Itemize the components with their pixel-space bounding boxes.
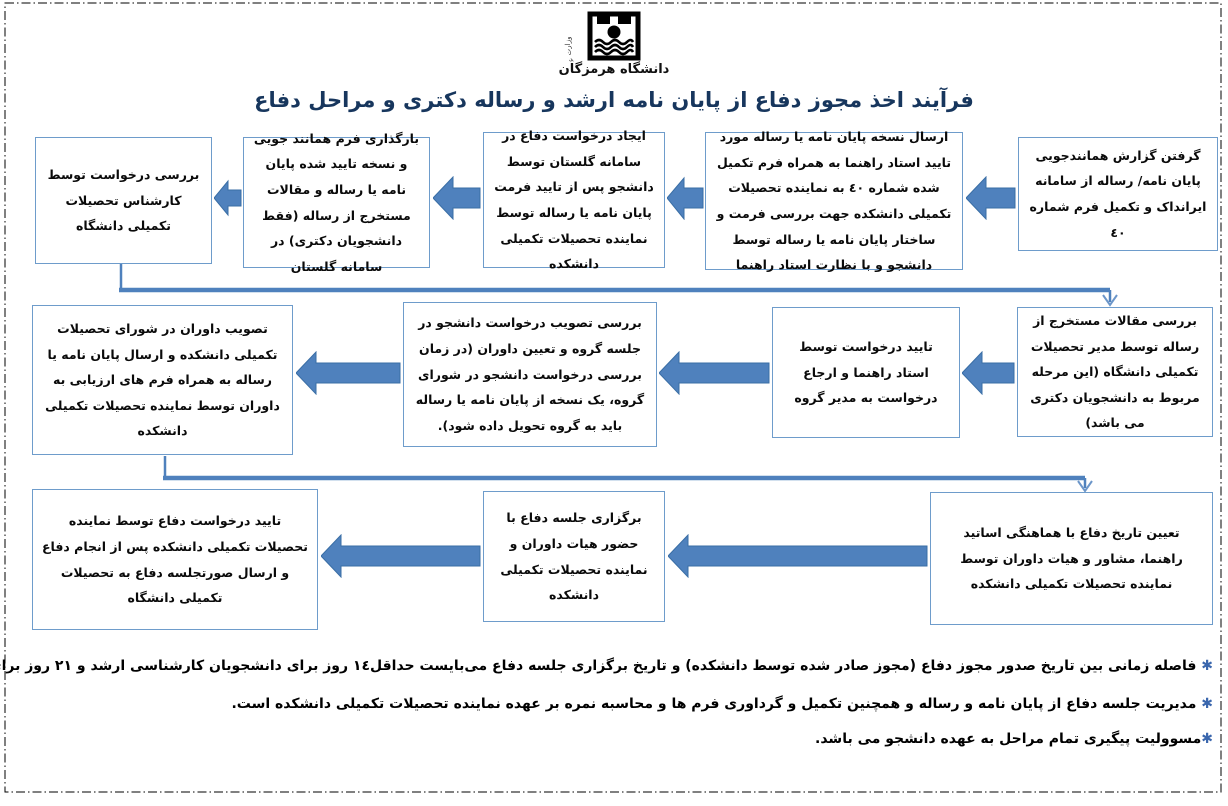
footnote-line: ✱مسوولیت پیگیری تمام مراحل به عهده دانشج… <box>815 731 1213 747</box>
footnote-text: مسوولیت پیگیری تمام مراحل به عهده دانشجو… <box>815 731 1202 747</box>
university-name: دانشگاه هرمزگان <box>558 62 670 77</box>
asterisk-marker: ✱ <box>1201 658 1213 674</box>
ministry-curved-text: وزارت علوم، تحقیقات و فناوری <box>539 2 576 64</box>
flow-step-text: گرفتن گزارش همانندجویی پایان نامه/ رساله… <box>1029 147 1207 240</box>
flow-step-text: ارسال نسخه پایان نامه یا رساله مورد تایی… <box>716 129 952 273</box>
flow-step-text: تایید درخواست توسط استاد راهنما و ارجاع … <box>794 339 938 406</box>
flow-arrow-left-icon <box>667 176 704 220</box>
flow-step-box: تعیین تاریخ دفاع با هماهنگی اساتید راهنم… <box>930 492 1213 625</box>
svg-text:وزارت علوم، تحقیقات و فناوری: وزارت علوم، تحقیقات و فناوری <box>539 2 576 64</box>
flow-step-box: تصویب داوران در شورای تحصیلات تکمیلی دان… <box>32 305 293 455</box>
flow-step-box: ارسال نسخه پایان نامه یا رساله مورد تایی… <box>705 129 963 272</box>
flow-arrow-left-icon <box>296 351 401 395</box>
footnote-text: فاصله زمانی بین تاریخ صدور مجوز دفاع (مج… <box>0 658 1197 674</box>
flow-step-box: ایجاد درخواست دفاع در سامانه گلستان توسط… <box>483 128 665 271</box>
university-logo: وزارت علوم، تحقیقات و فناوری دانشگاه هرم… <box>539 2 689 77</box>
flow-arrow-left-icon <box>321 534 481 578</box>
page-title: فرآیند اخذ مجوز دفاع از پایان نامه ارشد … <box>254 88 974 112</box>
flow-step-text: تصویب داوران در شورای تحصیلات تکمیلی دان… <box>45 320 280 439</box>
flow-step-text: برگزاری جلسه دفاع با حضور هیات داوران و … <box>500 510 648 603</box>
flow-step-text: بررسی مقالات مستخرج از رساله توسط مدیر ت… <box>1030 312 1200 431</box>
flow-step-box: گرفتن گزارش همانندجویی پایان نامه/ رساله… <box>1018 137 1218 251</box>
flow-arrow-left-icon <box>659 351 770 395</box>
flow-step-text: بارگذاری فرم همانند جویی و نسخه تایید شد… <box>253 130 420 274</box>
flow-step-box: تایید درخواست توسط استاد راهنما و ارجاع … <box>772 307 960 438</box>
flow-step-text: بررسی تصویب درخواست دانشجو در جلسه گروه … <box>415 315 645 433</box>
footnote-text: مدیریت جلسه دفاع از پایان نامه و رساله و… <box>231 696 1202 712</box>
asterisk-marker: ✱ <box>1201 731 1213 747</box>
flow-step-text: ایجاد درخواست دفاع در سامانه گلستان توسط… <box>494 128 654 272</box>
flow-arrow-left-icon <box>962 351 1015 395</box>
flow-arrow-left-icon <box>966 176 1016 220</box>
hormozgan-university-emblem-icon: وزارت علوم، تحقیقات و فناوری <box>539 2 641 64</box>
flow-step-box: بررسی مقالات مستخرج از رساله توسط مدیر ت… <box>1017 307 1213 437</box>
connector-row2-to-row3 <box>163 456 1093 493</box>
flow-arrow-left-icon <box>433 176 481 220</box>
flow-step-text: بررسی درخواست توسط کارشناس تحصیلات تکمیل… <box>47 167 200 234</box>
flow-arrow-left-icon <box>214 179 242 217</box>
flow-step-text: تایید درخواست دفاع توسط نماینده تحصیلات … <box>42 513 308 606</box>
flow-step-box: برگزاری جلسه دفاع با حضور هیات داوران و … <box>483 491 665 622</box>
asterisk-marker: ✱ <box>1201 696 1213 712</box>
flow-step-box: بررسی تصویب درخواست دانشجو در جلسه گروه … <box>403 302 657 447</box>
footnote-line: ✱ مدیریت جلسه دفاع از پایان نامه و رساله… <box>231 696 1213 712</box>
flow-step-text: تعیین تاریخ دفاع با هماهنگی اساتید راهنم… <box>960 525 1183 592</box>
footnote-line: ✱ فاصله زمانی بین تاریخ صدور مجوز دفاع (… <box>0 658 1213 674</box>
flow-step-box: بارگذاری فرم همانند جویی و نسخه تایید شد… <box>243 131 430 274</box>
flow-step-box: تایید درخواست دفاع توسط نماینده تحصیلات … <box>32 489 318 630</box>
flow-arrow-left-icon <box>668 534 928 578</box>
flow-step-box: بررسی درخواست توسط کارشناس تحصیلات تکمیل… <box>35 137 212 264</box>
